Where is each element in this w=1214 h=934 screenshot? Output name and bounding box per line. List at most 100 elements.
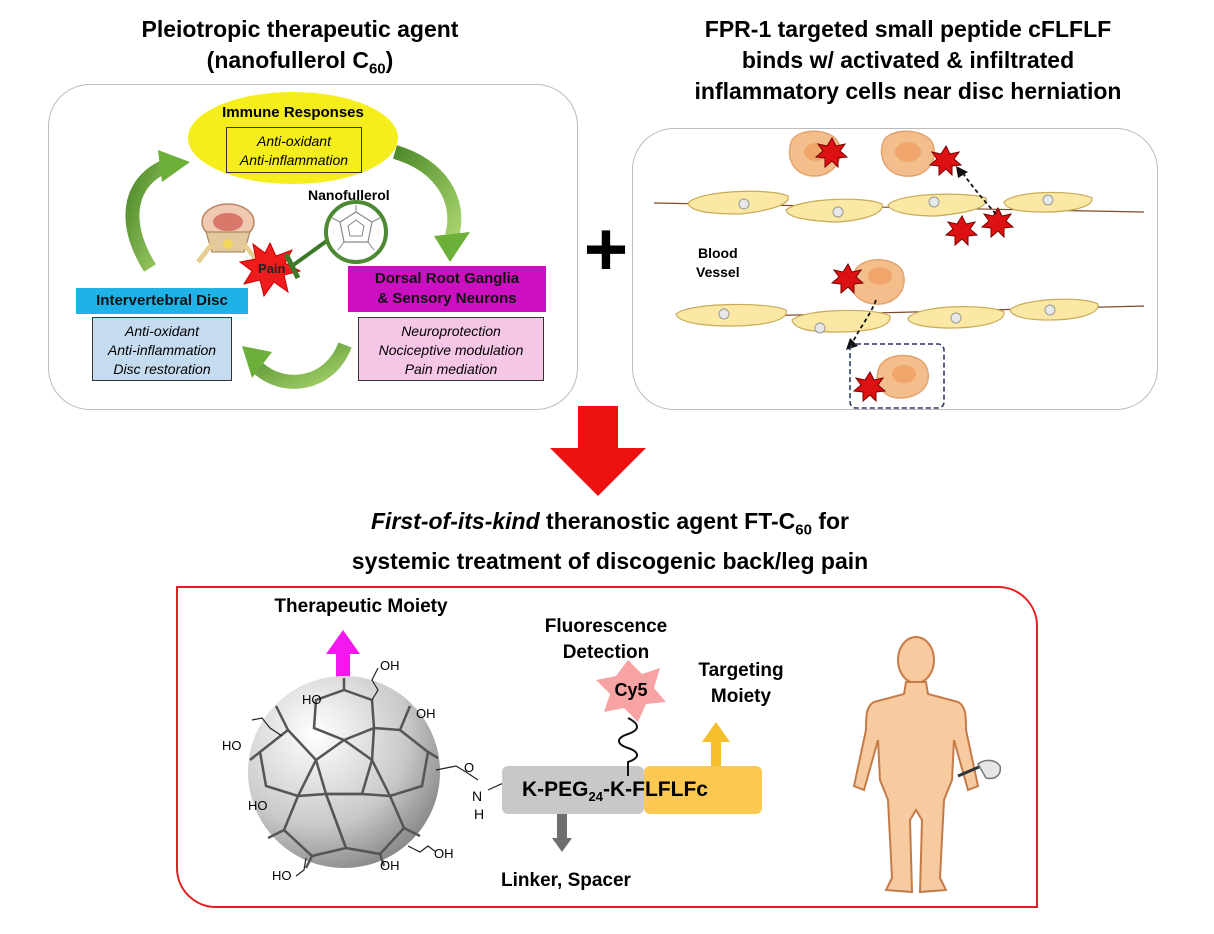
group-ho-bottom: HO [272,868,292,883]
peg-linker-text: K-PEG24-K-FLFLFc [522,778,708,804]
drg-line-1: Neuroprotection [401,323,501,339]
migration-arrow-top [961,171,997,215]
linker-arrow-shaft [557,814,567,838]
peptide-star-1 [814,136,849,169]
blood-vessel-label: Blood Vessel [696,244,740,282]
fluorescence-line2: Detection [562,642,650,663]
group-n: N [472,788,483,804]
linker-arrow-head [552,838,572,852]
infiltration-box [849,343,945,409]
syringe-icon [957,759,1002,780]
group-ho-top: HO [302,692,322,707]
drg-line-3: Pain mediation [404,361,498,377]
green-arrow-immune-to-drg [392,145,462,238]
disc-line-1: Anti-oxidant [125,323,199,339]
green-arrowhead-3 [242,346,272,378]
disc-line-2: Anti-inflammation [107,342,217,358]
fullerene-c60-icon [248,667,511,877]
linker-box [502,766,644,814]
group-oh-right: OH [416,706,436,721]
linker-spacer-label: Linker, Spacer [501,870,631,891]
bottom-title-italic: First-of-its-kind [371,508,540,534]
bottom-title-line1: First-of-its-kind theranostic agent FT-C… [180,506,1040,546]
bottom-title-end: for [811,508,849,534]
left-title-line1: Pleiotropic therapeutic agent [141,16,459,42]
right-panel-title: FPR-1 targeted small peptide cFLFLF bind… [628,14,1188,107]
drg-heading-line1: Dorsal Root Ganglia [374,270,520,287]
bottom-title-text: theranostic agent FT-C [539,508,796,534]
bottom-panel [176,586,1038,908]
immune-line-2: Anti-inflammation [239,152,349,168]
peg-prefix: K-PEG [522,778,589,801]
group-oh-bottom-right: OH [434,846,454,861]
drg-heading-line2: & Sensory Neurons [377,290,517,307]
disc-line-3: Disc restoration [113,361,211,377]
immune-responses-heading: Immune Responses [222,104,364,121]
drg-heading: Dorsal Root Ganglia & Sensory Neurons [348,266,546,312]
peptide-star-3 [944,214,979,247]
nanofullerol-icon [324,200,388,264]
nanofullerol-label: Nanofullerol [308,187,390,203]
peptide-star-6 [852,370,887,403]
green-arrowhead-2 [434,232,470,262]
drg-line-2: Nociceptive modulation [378,342,524,358]
intervertebral-disc-box: Anti-oxidant Anti-inflammation Disc rest… [92,317,232,381]
left-title-subscript: 60 [368,60,386,78]
bottom-title-line2: systemic treatment of discogenic back/le… [351,547,869,574]
intervertebral-disc-heading: Intervertebral Disc [76,288,248,314]
plus-sign: + [583,207,629,292]
therapeutic-arrow [326,630,360,686]
peg-subscript: 24 [588,789,603,805]
inhibition-line [290,238,330,268]
human-figure-icon [852,636,980,894]
targeting-moiety-label: Targeting Moiety [676,658,806,710]
cy5-squiggle [618,717,638,776]
left-panel-title: Pleiotropic therapeutic agent (nanofulle… [40,14,560,85]
green-arrowhead-1 [158,150,190,182]
immune-responses-box: Anti-oxidant Anti-inflammation [226,127,362,173]
peg-suffix: -K- [602,778,633,801]
group-o-amide: O [464,760,475,775]
green-arrow-disc-to-immune [125,158,171,272]
inhibition-bar [283,252,301,280]
group-ho-left: HO [222,738,242,753]
group-oh-top: OH [380,658,400,673]
left-title-text: (nanofullerol C [206,47,369,73]
left-title-close: ) [385,47,394,73]
fluorescence-line1: Fluorescence [544,616,668,637]
group-ho-mid: HO [248,798,268,813]
drg-box: Neuroprotection Nociceptive modulation P… [358,317,544,381]
pain-label: Pain [258,261,286,276]
right-title-line3: inflammatory cells near disc herniation [694,78,1122,104]
therapeutic-moiety-label: Therapeutic Moiety [274,596,448,617]
spine-illustration [196,203,260,264]
right-title-line2: binds w/ activated & infiltrated [741,47,1075,73]
inflammatory-cell-3 [850,259,905,305]
blood-label: Blood [697,245,738,261]
group-h: H [474,806,485,822]
group-oh-bottom: OH [380,858,400,873]
peptide-star-5 [830,262,865,295]
peptide-star-2 [928,144,963,177]
targeting-line2: Moiety [710,686,772,707]
immune-line-1: Anti-oxidant [257,133,331,149]
vessel-label: Vessel [696,264,740,280]
flflf-box [644,766,762,814]
fluorescence-detection-label: Fluorescence Detection [516,614,696,666]
cy5-star-icon [596,660,666,722]
bottom-title: First-of-its-kind theranostic agent FT-C… [180,506,1040,577]
bottom-title-subscript: 60 [795,521,812,539]
peptide-star-4 [980,206,1015,239]
inflammatory-cell-2 [880,130,935,177]
right-title-line1: FPR-1 targeted small peptide cFLFLF [704,16,1112,42]
flflf-text: FLFLFc [632,778,708,801]
left-title-line2: (nanofullerol C60) [40,45,560,85]
targeting-arrow [702,722,730,766]
green-arrow-drg-to-disc [253,342,352,389]
cy5-label: Cy5 [614,680,648,700]
targeting-line1: Targeting [698,660,784,681]
